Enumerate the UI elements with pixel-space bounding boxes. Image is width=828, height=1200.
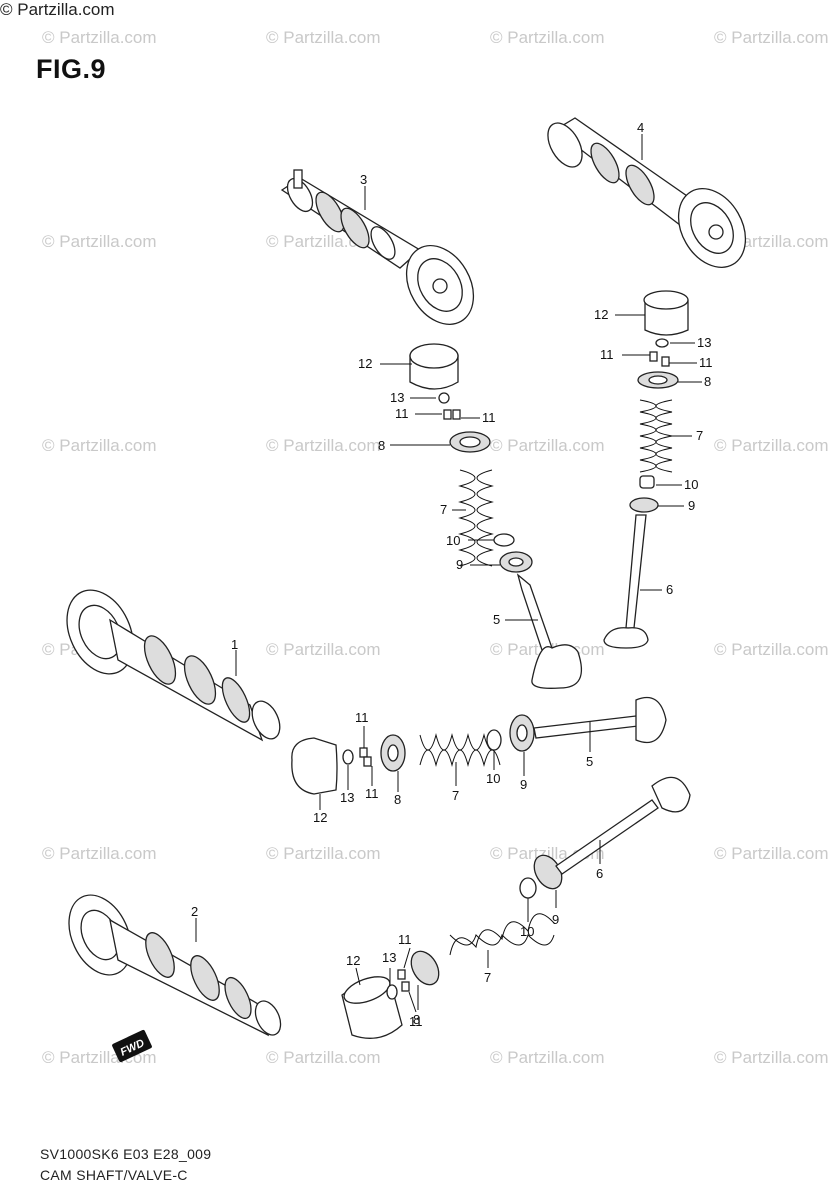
- figure-title: FIG.9: [36, 54, 107, 84]
- leader-lines: [195, 134, 702, 1013]
- label-cotter: 11: [398, 932, 412, 947]
- label-seal: 10: [486, 771, 500, 786]
- watermark: © Partzilla.com: [490, 436, 605, 455]
- label-shim: 13: [697, 335, 711, 350]
- watermark: © Partzilla.com: [714, 844, 828, 863]
- camshaft-2: [68, 894, 282, 1037]
- valve-assembly-upper-left: [409, 343, 583, 689]
- label-cotter: 11: [355, 710, 369, 725]
- label-cotter: 11: [365, 786, 379, 801]
- label-seat: 9: [552, 912, 559, 927]
- label-seat: 9: [688, 498, 695, 513]
- label-spring: 7: [484, 970, 491, 985]
- label-cotter: 11: [395, 406, 409, 421]
- diagram-name: CAM SHAFT/VALVE-C: [40, 1167, 188, 1183]
- valve-assembly-upper-right: [603, 290, 689, 649]
- watermark: © Partzilla.com: [266, 436, 381, 455]
- label-tappet: 12: [358, 356, 372, 371]
- label-camshaft-4: 4: [637, 120, 644, 135]
- part-labels: 3 4 1 2 12 13 11 11 8 7 10 9 5 12 13 11 …: [191, 120, 713, 1029]
- valve-assembly-middle: [291, 696, 667, 795]
- label-cotter: 11: [409, 1014, 423, 1029]
- fwd-direction-badge: FWD: [112, 1029, 152, 1063]
- label-cotter: 11: [699, 355, 713, 370]
- label-retainer: 8: [413, 1012, 420, 1027]
- label-spring: 7: [452, 788, 459, 803]
- watermark: © Partzilla.com: [714, 1048, 828, 1067]
- label-shim: 13: [340, 790, 354, 805]
- camshaft-4: [547, 117, 747, 268]
- watermark: © Partzilla.com: [266, 28, 381, 47]
- label-spring: 7: [440, 502, 447, 517]
- camshaft-1: [66, 589, 281, 742]
- valve-assembly-bottom: [341, 776, 691, 1039]
- label-valve: 6: [596, 866, 603, 881]
- label-retainer: 8: [394, 792, 401, 807]
- label-camshaft-3: 3: [360, 172, 367, 187]
- label-tappet: 12: [313, 810, 327, 825]
- label-seal: 10: [684, 477, 698, 492]
- center-watermark: © Partzilla.com: [0, 0, 115, 19]
- watermark: © Partzilla.com: [714, 640, 828, 659]
- watermark: © Partzilla.com: [42, 436, 157, 455]
- watermark: © Partzilla.com: [42, 844, 157, 863]
- diagram-code: SV1000SK6 E03 E28_009: [40, 1146, 212, 1162]
- label-tappet: 12: [594, 307, 608, 322]
- watermark: © Partzilla.com: [490, 1048, 605, 1067]
- label-tappet: 12: [346, 953, 360, 968]
- label-retainer: 8: [378, 438, 385, 453]
- label-seat: 9: [456, 557, 463, 572]
- watermark: © Partzilla.com: [266, 1048, 381, 1067]
- watermark: © Partzilla.com: [714, 28, 828, 47]
- watermark: © Partzilla.com: [266, 640, 381, 659]
- label-shim: 13: [382, 950, 396, 965]
- watermark: © Partzilla.com: [266, 844, 381, 863]
- label-valve: 5: [586, 754, 593, 769]
- label-camshaft-2: 2: [191, 904, 198, 919]
- watermark: © Partzilla.com: [42, 232, 157, 251]
- label-valve: 5: [493, 612, 500, 627]
- label-valve: 6: [666, 582, 673, 597]
- label-cotter: 11: [600, 347, 614, 362]
- label-spring: 7: [696, 428, 703, 443]
- label-shim: 13: [390, 390, 404, 405]
- watermark: © Partzilla.com: [42, 28, 157, 47]
- label-seal: 10: [446, 533, 460, 548]
- label-camshaft-1: 1: [231, 637, 238, 652]
- label-seal: 10: [520, 924, 534, 939]
- label-retainer: 8: [704, 374, 711, 389]
- watermark: © Partzilla.com: [714, 436, 828, 455]
- label-seat: 9: [520, 777, 527, 792]
- watermark: © Partzilla.com: [490, 28, 605, 47]
- label-cotter: 11: [482, 410, 496, 425]
- camshaft-3: [280, 169, 475, 325]
